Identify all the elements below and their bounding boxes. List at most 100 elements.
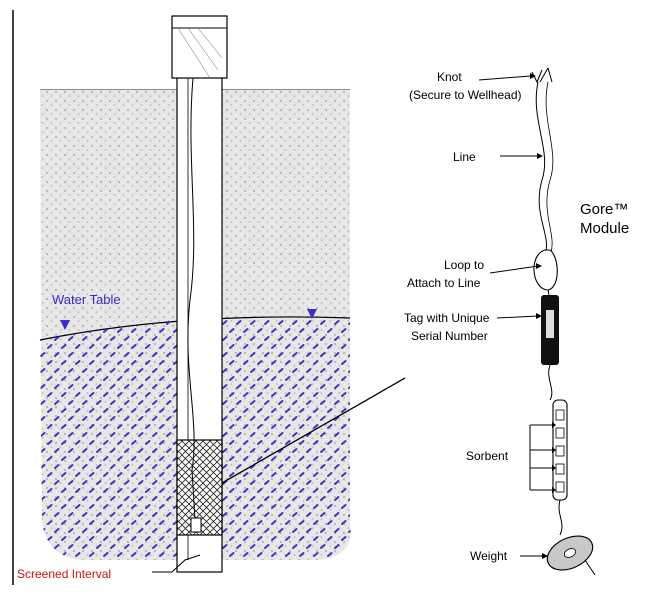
- water-dash: [152, 416, 158, 421]
- sorbent-cartridges: [555, 409, 565, 493]
- water-dash: [285, 520, 291, 525]
- water-dash: [278, 320, 284, 325]
- water-dash: [243, 472, 249, 477]
- water-dash: [285, 392, 291, 397]
- water-dash: [110, 416, 116, 421]
- water-dash: [82, 480, 88, 485]
- water-dash: [54, 528, 60, 533]
- water-table-label: Water Table: [52, 292, 121, 307]
- water-dash: [138, 416, 144, 421]
- weight-hole: [563, 548, 577, 558]
- water-dash: [40, 448, 46, 453]
- water-dash: [278, 432, 284, 437]
- water-dash: [299, 376, 305, 381]
- water-dash: [348, 416, 351, 421]
- water-dash: [257, 440, 263, 445]
- water-dash: [47, 488, 53, 493]
- water-dash: [306, 512, 312, 517]
- loop-label-line2: Attach to Line: [407, 276, 481, 290]
- water-dash: [356, 441, 360, 444]
- water-dash: [313, 408, 319, 413]
- water-dash: [320, 432, 326, 437]
- water-dash: [159, 504, 165, 509]
- water-dash: [257, 520, 263, 525]
- water-dash: [159, 536, 165, 541]
- water-dash: [131, 504, 137, 509]
- water-dash: [89, 504, 95, 509]
- water-dash: [34, 377, 38, 380]
- water-dash: [356, 297, 360, 300]
- water-dash: [68, 416, 74, 421]
- water-dash: [75, 376, 81, 381]
- water-dash: [75, 360, 81, 365]
- water-dash: [40, 528, 46, 533]
- water-dash: [152, 448, 158, 453]
- water-dash: [82, 416, 88, 421]
- water-dash: [75, 488, 81, 493]
- water-dash: [356, 553, 360, 556]
- water-dash: [82, 496, 88, 501]
- water-dash: [103, 552, 109, 557]
- water-dash: [152, 352, 158, 357]
- water-dash: [75, 472, 81, 477]
- water-dash: [313, 488, 319, 493]
- water-dash: [61, 520, 67, 525]
- water-dash: [145, 552, 151, 557]
- water-dash: [40, 464, 46, 469]
- water-dash: [103, 536, 109, 541]
- water-dash: [117, 552, 123, 557]
- water-dash: [131, 392, 137, 397]
- water-dash: [285, 408, 291, 413]
- water-dash: [264, 432, 270, 437]
- water-dash: [299, 456, 305, 461]
- water-dash: [131, 520, 137, 525]
- water-dash: [89, 376, 95, 381]
- water-dash: [271, 520, 277, 525]
- water-dash: [75, 536, 81, 541]
- water-dash: [306, 384, 312, 389]
- water-dash: [138, 432, 144, 437]
- water-dash: [82, 384, 88, 389]
- water-dash: [313, 328, 319, 333]
- water-dash: [152, 464, 158, 469]
- water-dash: [82, 432, 88, 437]
- water-dash: [243, 504, 249, 509]
- water-dash: [131, 488, 137, 493]
- water-dash: [271, 392, 277, 397]
- water-dash: [243, 408, 249, 413]
- water-dash: [40, 352, 46, 357]
- module-title-line2: Module: [580, 220, 629, 237]
- water-dash: [243, 520, 249, 525]
- water-dash: [348, 320, 351, 325]
- water-dash: [257, 504, 263, 509]
- water-dash: [278, 352, 284, 357]
- water-dash: [159, 488, 165, 493]
- water-dash: [103, 440, 109, 445]
- screened-interval-leader: [152, 554, 201, 573]
- water-dash: [257, 424, 263, 429]
- water-dash: [138, 464, 144, 469]
- water-dash: [117, 504, 123, 509]
- tag-label-line2: Serial Number: [411, 329, 488, 343]
- water-dash: [257, 536, 263, 541]
- water-dash: [299, 392, 305, 397]
- water-dash: [152, 432, 158, 437]
- water-dash: [145, 376, 151, 381]
- water-dash: [34, 441, 38, 444]
- water-dash: [341, 360, 347, 365]
- water-dash: [61, 536, 67, 541]
- water-dash: [250, 400, 256, 405]
- water-dash: [278, 384, 284, 389]
- water-dash: [159, 440, 165, 445]
- water-dash: [229, 440, 235, 445]
- water-dash: [348, 464, 351, 469]
- water-dash: [159, 456, 165, 461]
- water-dash: [40, 416, 46, 421]
- label-arrowheads: [530, 73, 548, 559]
- water-dash: [131, 456, 137, 461]
- water-dash: [54, 336, 60, 341]
- water-dash: [341, 376, 347, 381]
- water-dash: [110, 496, 116, 501]
- water-dash: [222, 432, 228, 437]
